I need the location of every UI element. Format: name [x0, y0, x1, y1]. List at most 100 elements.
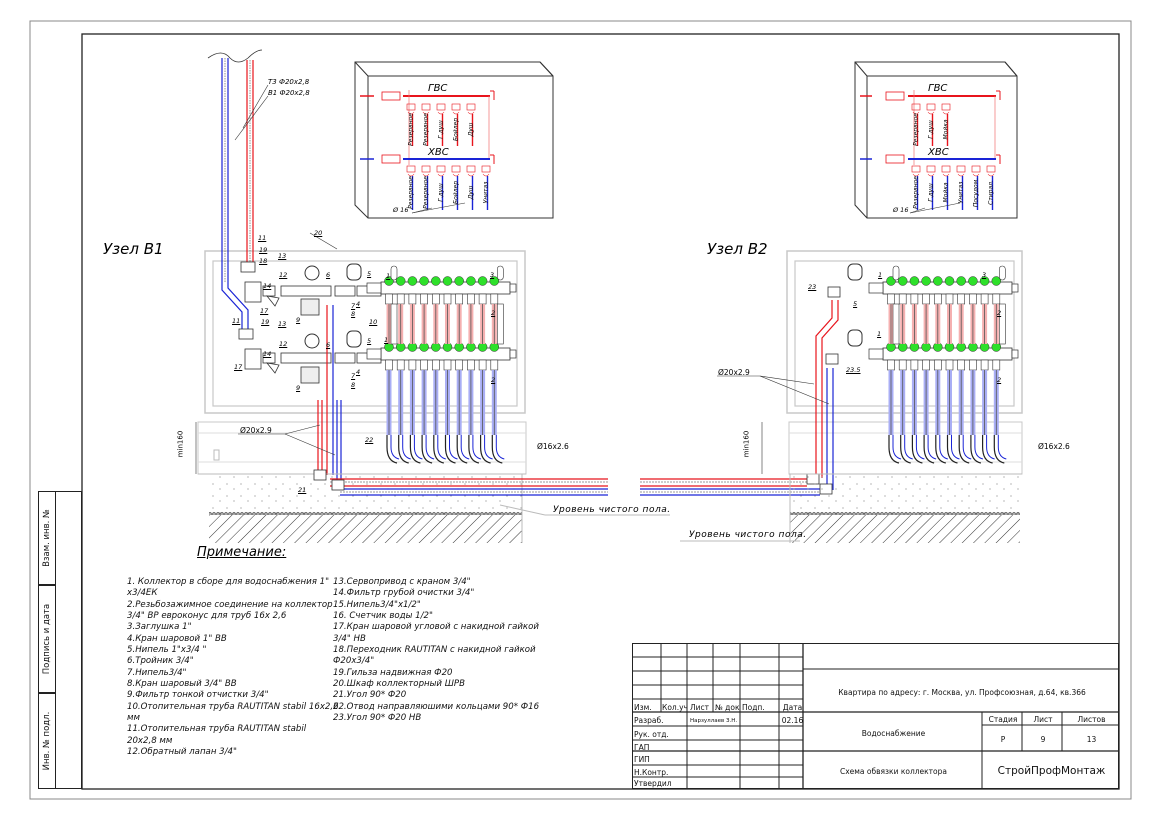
callout-number: 4 — [356, 300, 361, 308]
callout-number: 18 — [259, 257, 268, 265]
outlet-valve-icon — [406, 103, 416, 111]
outlet-valve-icon — [941, 103, 951, 111]
note-line: 6.Тройник 3/4" — [127, 656, 194, 667]
bend-guide — [958, 435, 970, 464]
bend-guide — [456, 435, 468, 464]
tee-icon — [334, 352, 356, 364]
callout-number: 1 — [878, 271, 883, 279]
manifold-valve-icon — [944, 276, 955, 286]
outlet-valve-icon — [421, 103, 431, 111]
callout-number: 8 — [351, 381, 356, 389]
developer-date: 02.16 — [781, 716, 804, 725]
min-label-b1: min160 — [176, 430, 185, 458]
callout-number: 2 — [491, 309, 496, 317]
pipe-label-20-b2: Ø20х2.9 — [718, 368, 750, 377]
outlet-valve-icon — [926, 103, 936, 111]
bend-guide — [491, 435, 503, 464]
outlet-label: Г.душ — [437, 183, 445, 202]
note-line: 17.Кран шаровой угловой с накидной гайко… — [333, 622, 539, 633]
callout-number: 11 — [232, 317, 241, 325]
callout-number: 5 — [367, 270, 372, 278]
strainer-icon — [266, 295, 280, 307]
note-line: 4.Кран шаровой 1" ВВ — [127, 633, 227, 644]
node-b1 — [195, 49, 527, 490]
manifold-valve-icon — [477, 276, 488, 286]
pipe-label-20-b1: Ø20х2.9 — [240, 426, 272, 435]
side-stamp-original-inv: Инв. № подл. — [38, 693, 56, 789]
manifold-valve-icon — [897, 276, 908, 286]
note-line: 10.Отопительная труба RAUTITAN stabil 16… — [127, 701, 339, 712]
outlet-valve-icon — [421, 165, 431, 173]
floor-b2 — [680, 473, 1022, 543]
manifold-valve-icon — [909, 276, 920, 286]
bend-guide — [421, 435, 433, 464]
note-line: мм — [127, 713, 140, 724]
notes-column-2: 13.Сервопривод с краном 3/4"14.Фильтр гр… — [333, 577, 539, 724]
schema-b2-hot-label: ГВС — [928, 83, 948, 94]
outlet-label: Резервное — [912, 113, 920, 146]
header-signature: Подп. — [742, 702, 765, 712]
note-line: 2.Резьбозажимное соединение на коллектор — [127, 599, 333, 610]
outlet-label: Г.душ — [927, 120, 935, 139]
header-doc-no: № док — [715, 702, 740, 712]
bend-guide — [993, 435, 1005, 464]
stage-value: Р — [1000, 734, 1006, 744]
header-date: Дата — [782, 702, 803, 712]
sheets-value: 13 — [1086, 734, 1097, 744]
manifold-valve-icon — [454, 276, 464, 286]
bend-guide — [935, 435, 946, 464]
sheet-inner-frame — [81, 33, 1120, 790]
outlet-valve-icon — [466, 103, 476, 111]
note-line: 21.Угол 90* Ф20 — [333, 690, 407, 701]
stage-label: Стадия — [988, 715, 1018, 724]
callout-number: 17 — [260, 307, 269, 315]
developer-name: Нарзуллаев З.Н. — [690, 717, 738, 724]
side-stamp-label: Взам. инв. № — [42, 509, 52, 567]
floor-level-label-b2: Уровень чистого пола. — [689, 530, 807, 540]
note-line: 12.Обратный лапан 3/4" — [127, 747, 237, 758]
manifold-valve-icon — [968, 276, 978, 286]
outlet-valve-icon — [466, 165, 476, 173]
bend-guide — [444, 435, 456, 464]
callout-number: 6 — [326, 341, 331, 349]
bend-guide — [409, 435, 421, 464]
callout-number: 23.5 — [846, 366, 861, 374]
role-dept-head: Рук. отд. — [634, 730, 669, 739]
callout-number: 10 — [369, 318, 378, 326]
schema-b2-cold-label: ХВС — [928, 147, 949, 158]
manifold-valve-icon — [921, 276, 931, 286]
outlet-valve-icon — [436, 165, 446, 173]
schema-b1-diameter: Ø 16 — [393, 206, 409, 214]
note-line: 8.Кран шаровый 3/4" ВВ — [127, 679, 237, 690]
bend-guide — [923, 435, 935, 464]
manifold-valve-icon — [407, 276, 418, 286]
callout-number: 8 — [351, 310, 356, 318]
node-b1-label: Узел В1 — [103, 240, 164, 258]
outlet-label: Душ — [467, 185, 475, 200]
note-line: 5.Нипель 1"х3/4 " — [127, 645, 207, 656]
outlet-label: Унитаз — [482, 181, 490, 204]
header-change: Изм. — [634, 702, 652, 712]
role-approved: Утвердил — [634, 779, 672, 788]
pipe-label-16-b1: Ø16х2.6 — [537, 442, 569, 451]
outlet-valve-icon — [956, 165, 966, 173]
side-stamp-value-column — [56, 491, 82, 789]
outlet-valve-icon — [911, 165, 921, 173]
callout-number: 9 — [296, 384, 301, 392]
callout-number: 11 — [258, 234, 267, 242]
schema-b1-cold-label: ХВС — [428, 147, 449, 158]
outlet-valve-icon — [451, 103, 461, 111]
note-line: 13.Сервопривод с краном 3/4" — [333, 577, 471, 587]
note-line: 3.Заглушка 1" — [127, 622, 192, 633]
outlet-label: Резервное — [422, 176, 430, 209]
note-line: 18.Переходник RAUTITAN с накидной гайкой — [333, 645, 536, 656]
header-sheet: Лист — [690, 702, 710, 712]
side-stamp-signature-date: Подпись и дата — [38, 585, 56, 693]
callout-number: 19 — [259, 246, 268, 254]
callout-number: 2 — [997, 309, 1002, 317]
bend-guide — [888, 435, 900, 464]
sheet-outer-border — [29, 20, 1132, 800]
section-name: Водоснабжение — [861, 728, 926, 738]
riser-label-hot: Т3 Ф20х2,8 — [268, 78, 310, 86]
sheets-label: Листов — [1077, 715, 1106, 724]
